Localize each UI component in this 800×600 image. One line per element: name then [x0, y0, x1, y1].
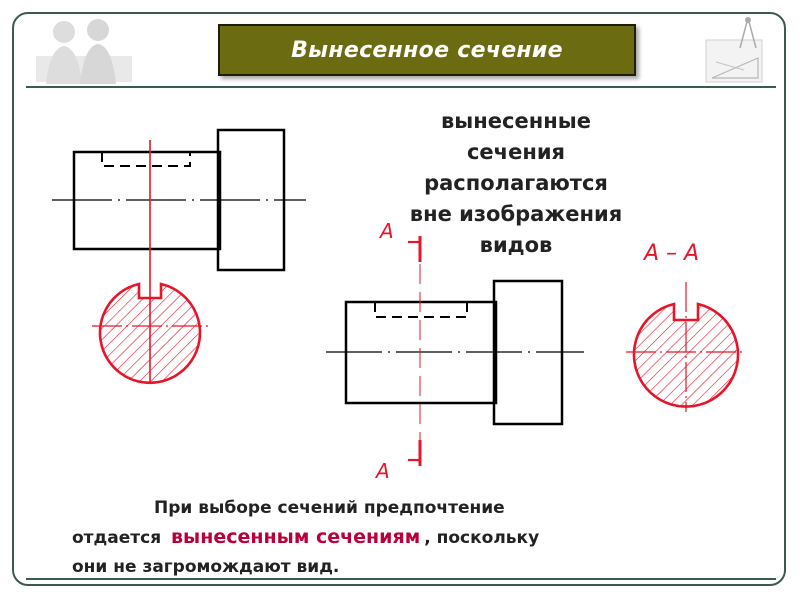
drafting-tools-icon	[705, 17, 763, 83]
slide-title: Вынесенное сечение	[291, 37, 563, 63]
definition-line: видов	[479, 233, 553, 257]
note-line-2: отдается вынесенным сечениям, поскольку	[72, 523, 732, 553]
cutting-plane-marks: А А	[374, 219, 422, 483]
right-section: А – А	[626, 241, 746, 412]
definition-text: вынесенные сечения располагаются вне изо…	[368, 106, 664, 261]
people-silhouette-icon	[36, 19, 132, 84]
definition-line: вне изображения	[409, 202, 623, 226]
definition-line: вынесенные	[441, 109, 591, 133]
left-shaft-view	[52, 128, 306, 272]
title-banner: Вынесенное сечение	[218, 24, 636, 76]
note-emphasis: вынесенным сечениям	[171, 526, 421, 548]
cut-label-top: А	[378, 219, 394, 243]
note-line-3: они не загромождают вид.	[72, 557, 340, 577]
footer-divider	[26, 578, 776, 580]
right-section-outline	[632, 302, 740, 408]
definition-line: располагаются	[424, 171, 608, 195]
left-section	[92, 282, 208, 385]
note-line-2-end: , поскольку	[424, 528, 540, 548]
definition-line: сечения	[466, 140, 566, 164]
note-line-2-start: отдается	[72, 528, 162, 548]
left-section-outline	[98, 282, 202, 385]
cut-label-bottom: А	[374, 459, 390, 483]
note-line-1: При выборе сечений предпочтение	[154, 498, 505, 518]
note-text: При выборе сечений предпочтение отдается…	[72, 494, 732, 582]
center-shaft-view	[326, 279, 584, 426]
header-divider	[26, 86, 776, 88]
center-keyway-hidden-line	[374, 302, 468, 318]
section-designation: А – А	[642, 241, 699, 266]
left-keyway-hidden-line	[101, 152, 191, 167]
